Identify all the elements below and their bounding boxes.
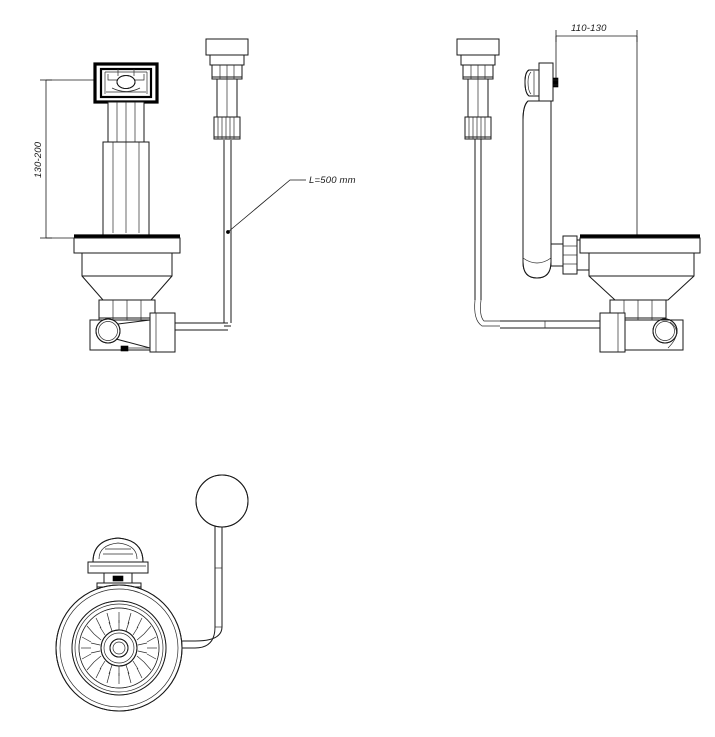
telescopic-overflow-column [102, 101, 150, 236]
threaded-collar [98, 299, 156, 321]
sink-flange [73, 234, 181, 254]
valve-housing-side [599, 312, 684, 353]
overflow-elbow [522, 100, 575, 279]
knurled-nut [213, 116, 241, 140]
valve-housing [89, 312, 176, 353]
cable-sheath-side [474, 139, 500, 327]
overflow-cap-plan [195, 474, 249, 528]
overflow-cap-side [456, 38, 500, 80]
control-cable [175, 140, 232, 331]
height-dimension: 130-200 [33, 79, 97, 239]
rotary-knob-plan [87, 537, 149, 584]
rotary-knob-control [93, 62, 159, 104]
width-dimension-label: 110-130 [571, 23, 607, 34]
width-dimension: 110-130 [555, 23, 638, 238]
strainer-body-side [588, 252, 695, 301]
plan-view [55, 474, 249, 712]
height-dimension-label: 130-200 [33, 141, 44, 178]
rotary-knob-side [524, 62, 559, 102]
knurled-nut-side [464, 116, 492, 140]
riser-tube-side [467, 78, 489, 118]
overflow-riser-view [205, 38, 249, 140]
control-cable-side [500, 320, 600, 329]
cable-length-label: L=500 mm [309, 175, 356, 186]
sink-flange-side [579, 234, 701, 254]
strainer-grate [55, 584, 183, 712]
overflow-cap [205, 38, 249, 80]
front-elevation-view: 130-200 [33, 62, 356, 353]
strainer-body [81, 252, 173, 301]
cable-length-callout: L=500 mm [226, 175, 356, 234]
strainer-slots-inner [90, 620, 148, 676]
side-elevation-view: 110-130 [456, 23, 701, 353]
riser-tube [216, 78, 238, 118]
